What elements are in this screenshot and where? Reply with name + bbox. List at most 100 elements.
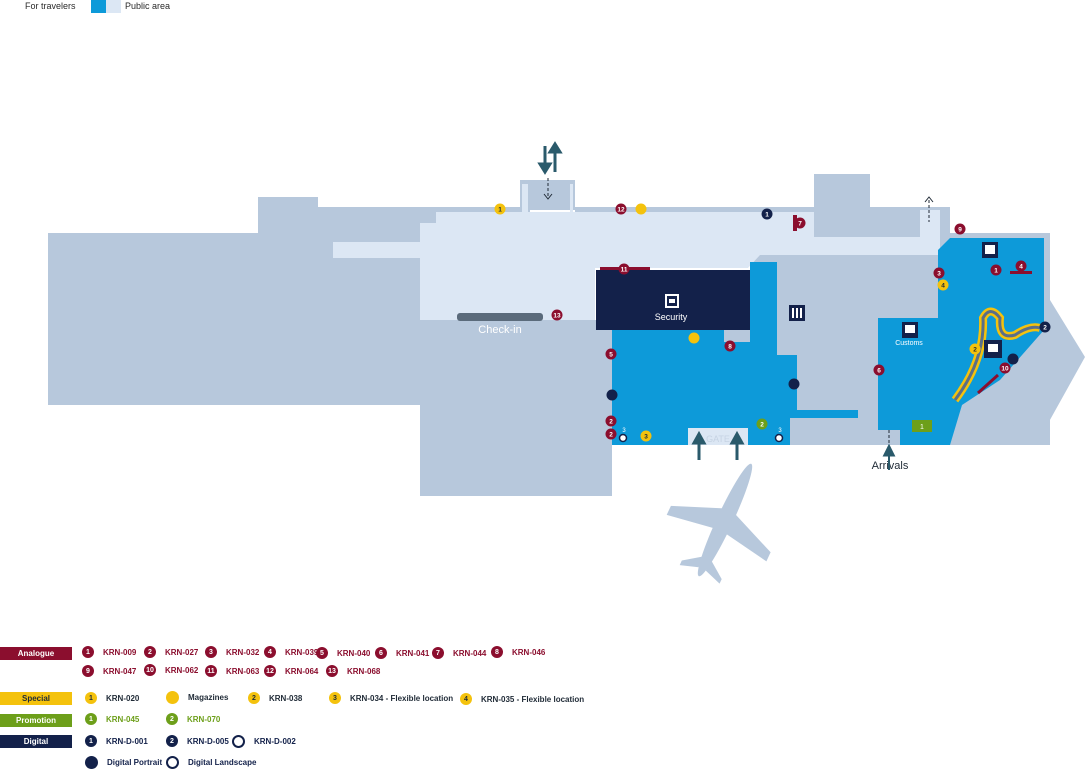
digital-marker-2: 2	[1039, 321, 1051, 333]
promotion-tag: Promotion	[0, 714, 72, 727]
analogue-marker-9-number: 9	[958, 227, 962, 234]
special-marker-4: 4	[937, 279, 949, 291]
check-in-label: Check-in	[478, 324, 521, 336]
analogue-marker-10: 10	[999, 362, 1011, 374]
promotion-marker-1-number: 1	[920, 424, 924, 431]
analogue-marker-12: 12	[615, 203, 627, 215]
digital-portrait-legend: Digital Portrait	[85, 756, 162, 769]
digital-legend-0: 1 KRN-D-001	[85, 735, 148, 747]
for-travelers-label: For travelers	[25, 1, 76, 11]
analogue-legend-krn-032-label: KRN-032	[226, 647, 260, 657]
analogue-legend-krn-041-label: KRN-041	[396, 648, 430, 658]
analogue-legend-krn-047-symbol: 9	[82, 665, 94, 677]
travelers-area	[612, 238, 1044, 445]
digital-legend-2: KRN-D-002	[232, 735, 296, 748]
analogue-legend-krn-063-symbol: 11	[205, 665, 217, 677]
analogue-legend-krn-062-label: KRN-062	[165, 665, 199, 675]
analogue-legend-krn-032: 3 KRN-032	[205, 646, 259, 658]
dashed-route-arrows	[543, 178, 934, 445]
digital-landscape-legend-symbol	[166, 756, 179, 769]
analogue-legend-krn-032-symbol: 3	[205, 646, 217, 658]
digital-landscape-number: 3	[778, 428, 782, 434]
analogue-marker-3-number: 3	[937, 271, 941, 278]
public-swatch	[106, 0, 121, 13]
airplane-icon	[666, 463, 771, 584]
analogue-legend-krn-046-symbol: 8	[491, 646, 503, 658]
analogue-legend-krn-063-label: KRN-063	[226, 666, 260, 676]
analogue-tag: Analogue	[0, 647, 72, 660]
special-legend-2-label: KRN-038	[269, 693, 303, 703]
analogue-marker-11: 11	[618, 263, 630, 275]
promotion-legend-krn-070-symbol: 2	[166, 713, 178, 725]
customs-label: Customs	[895, 340, 923, 347]
analogue-legend-krn-041: 6 KRN-041	[375, 647, 429, 659]
analogue-marker-10-number: 10	[1001, 366, 1009, 373]
analogue-legend-krn-009-label: KRN-009	[103, 647, 137, 657]
promotion-legend-krn-045-symbol: 1	[85, 713, 97, 725]
digital-legend-0-label: KRN-D-001	[106, 736, 148, 746]
digital-landscape-legend: Digital Landscape	[166, 756, 256, 769]
digital-landscape-number: 3	[622, 428, 626, 434]
analogue-marker-13-number: 13	[553, 313, 561, 320]
analogue-marker-11-number: 11	[621, 267, 628, 274]
special-marker-2-number: 2	[973, 347, 977, 354]
analogue-legend-krn-062-symbol: 10	[144, 664, 156, 676]
atm-icon	[982, 242, 998, 258]
special-marker-1: 1	[494, 203, 506, 215]
digital-legend-1-symbol: 2	[166, 735, 178, 747]
digital-legend-2-label: KRN-D-002	[254, 737, 296, 746]
analogue-legend-krn-027-symbol: 2	[144, 646, 156, 658]
travelers-swatch	[91, 0, 106, 13]
analogue-legend-krn-009-symbol: 1	[82, 646, 94, 658]
analogue-marker-2: 2	[605, 428, 617, 440]
magazines-marker	[688, 332, 700, 344]
analogue-legend-krn-062: 10 KRN-062	[144, 664, 198, 676]
analogue-marker-9: 9	[954, 223, 966, 235]
analogue-legend-krn-027-label: KRN-027	[165, 647, 199, 657]
digital-portrait-legend-symbol	[85, 756, 98, 769]
digital-legend-1: 2 KRN-D-005	[166, 735, 229, 747]
analogue-marker-7: 7	[794, 217, 806, 229]
special-marker-3-number: 3	[644, 434, 648, 441]
digital-marker-2-number: 2	[1043, 325, 1047, 332]
special-legend-4: 4 KRN-035 - Flexible location	[460, 693, 584, 705]
digital-landscape-marker-1	[774, 433, 784, 443]
analogue-legend-krn-027: 2 KRN-027	[144, 646, 198, 658]
check-in-desk	[457, 313, 543, 321]
digital-legend-0-symbol: 1	[85, 735, 97, 747]
analogue-legend-krn-044-label: KRN-044	[453, 648, 487, 658]
analogue-marker-6-number: 6	[877, 368, 881, 375]
analogue-marker-13: 13	[551, 309, 563, 321]
gate-label: GATE	[706, 434, 730, 444]
analogue-marker-8-number: 8	[728, 344, 732, 351]
special-legend-1: Magazines	[166, 691, 228, 704]
analogue-marker-12-number: 12	[617, 207, 625, 214]
digital-portrait-marker-2	[1007, 353, 1019, 365]
digital-landscape-legend-label: Digital Landscape	[188, 758, 257, 767]
promotion-legend-krn-070-label: KRN-070	[187, 714, 221, 724]
special-legend-4-label: KRN-035 - Flexible location	[481, 694, 585, 704]
digital-portrait-legend-label: Digital Portrait	[107, 758, 163, 767]
special-marker-1-number: 1	[498, 207, 502, 214]
analogue-legend-krn-064-symbol: 12	[264, 665, 276, 677]
digital-marker-1: 1	[761, 208, 773, 220]
digital-portrait-marker-0	[606, 389, 618, 401]
analogue-marker-1: 1	[990, 264, 1002, 276]
special-marker-2: 2	[969, 343, 981, 355]
digital-legend-1-label: KRN-D-005	[187, 736, 229, 746]
security-scanner-icon	[665, 294, 679, 308]
analogue-legend-krn-041-symbol: 6	[375, 647, 387, 659]
analogue-marker-5: 5	[605, 348, 617, 360]
analogue-marker-3: 3	[933, 267, 945, 279]
special-legend-4-symbol: 4	[460, 693, 472, 705]
analogue-legend-krn-068-symbol: 13	[326, 665, 338, 677]
security-label: Security	[655, 312, 688, 322]
analogue-legend-krn-063: 11 KRN-063	[205, 665, 259, 677]
analogue-legend-krn-039-symbol: 4	[264, 646, 276, 658]
